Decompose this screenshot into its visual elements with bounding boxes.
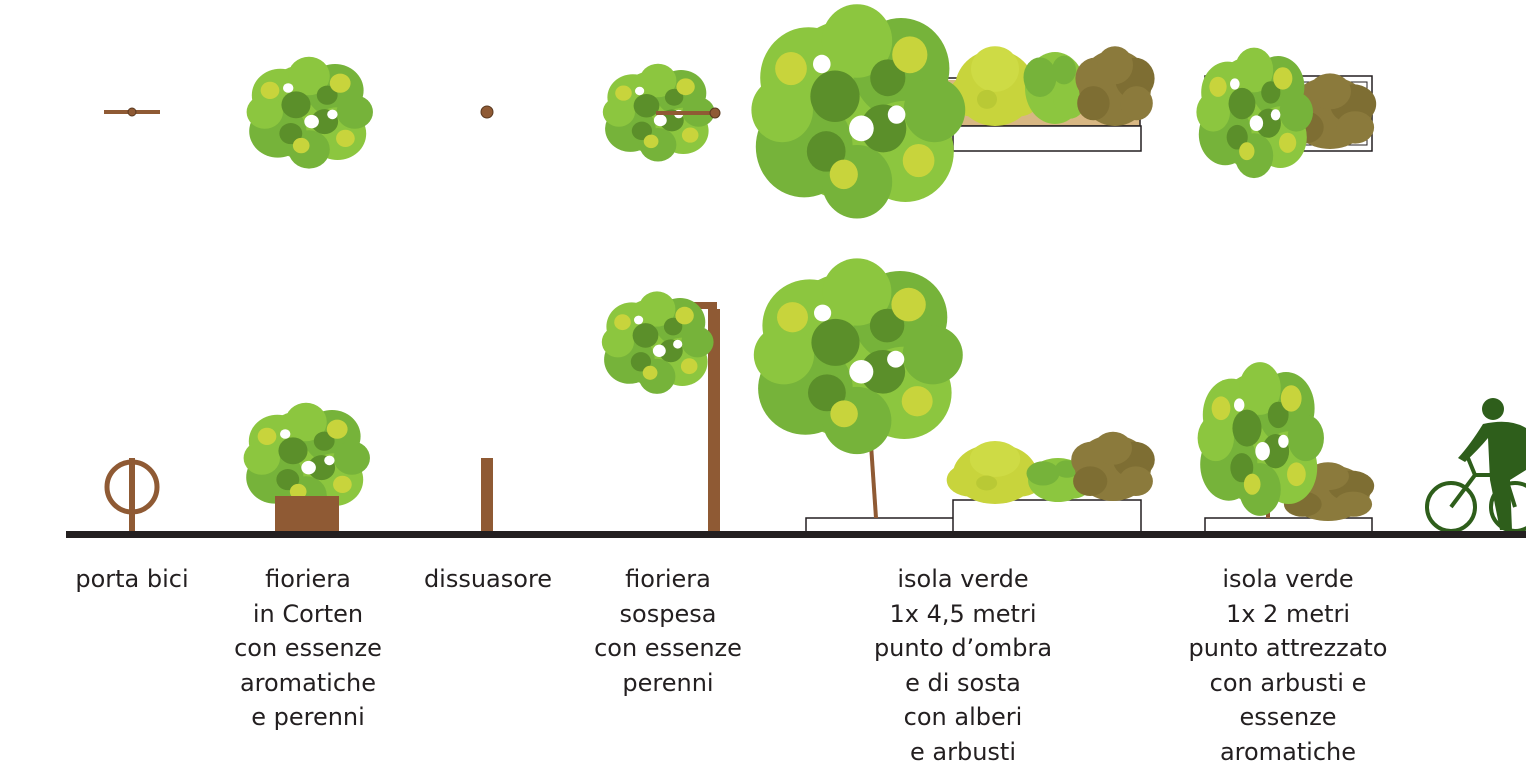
- bollard-icon: [481, 458, 493, 534]
- caption-dissuasore: dissuasore: [423, 565, 553, 593]
- caption-isola-verde-45: isola verde 1x 4,5 metri punto d’ombra e…: [873, 565, 1053, 766]
- planter-icon: [243, 402, 370, 534]
- caption-isola-verde-2: isola verde 1x 2 metri punto attrezzato …: [1188, 565, 1388, 766]
- caption-fioriera-corten: fioriera in Corten con essenze aromatich…: [234, 565, 382, 731]
- green-island-large-plan-icon: [751, 4, 1155, 219]
- green-island-small-icon: [1197, 362, 1375, 535]
- bike-rack-plan-icon: [104, 107, 160, 117]
- caption-porta-bici: porta bici: [75, 565, 189, 593]
- green-island-large-icon: [753, 258, 1155, 535]
- hanging-planter-icon: [601, 291, 720, 534]
- cyclist-icon: [1425, 398, 1526, 533]
- green-island-small-plan-icon: [1196, 47, 1377, 179]
- bike-rack-icon: [104, 458, 160, 534]
- ground-line: [66, 531, 1526, 538]
- bollard-plan-icon: [480, 105, 494, 119]
- planter-plan-icon: [246, 56, 373, 169]
- tree-icon: [753, 258, 963, 455]
- hanging-planter-plan-icon: [602, 63, 721, 162]
- caption-fioriera-sospesa: fioriera sospesa con essenze perenni: [594, 565, 742, 697]
